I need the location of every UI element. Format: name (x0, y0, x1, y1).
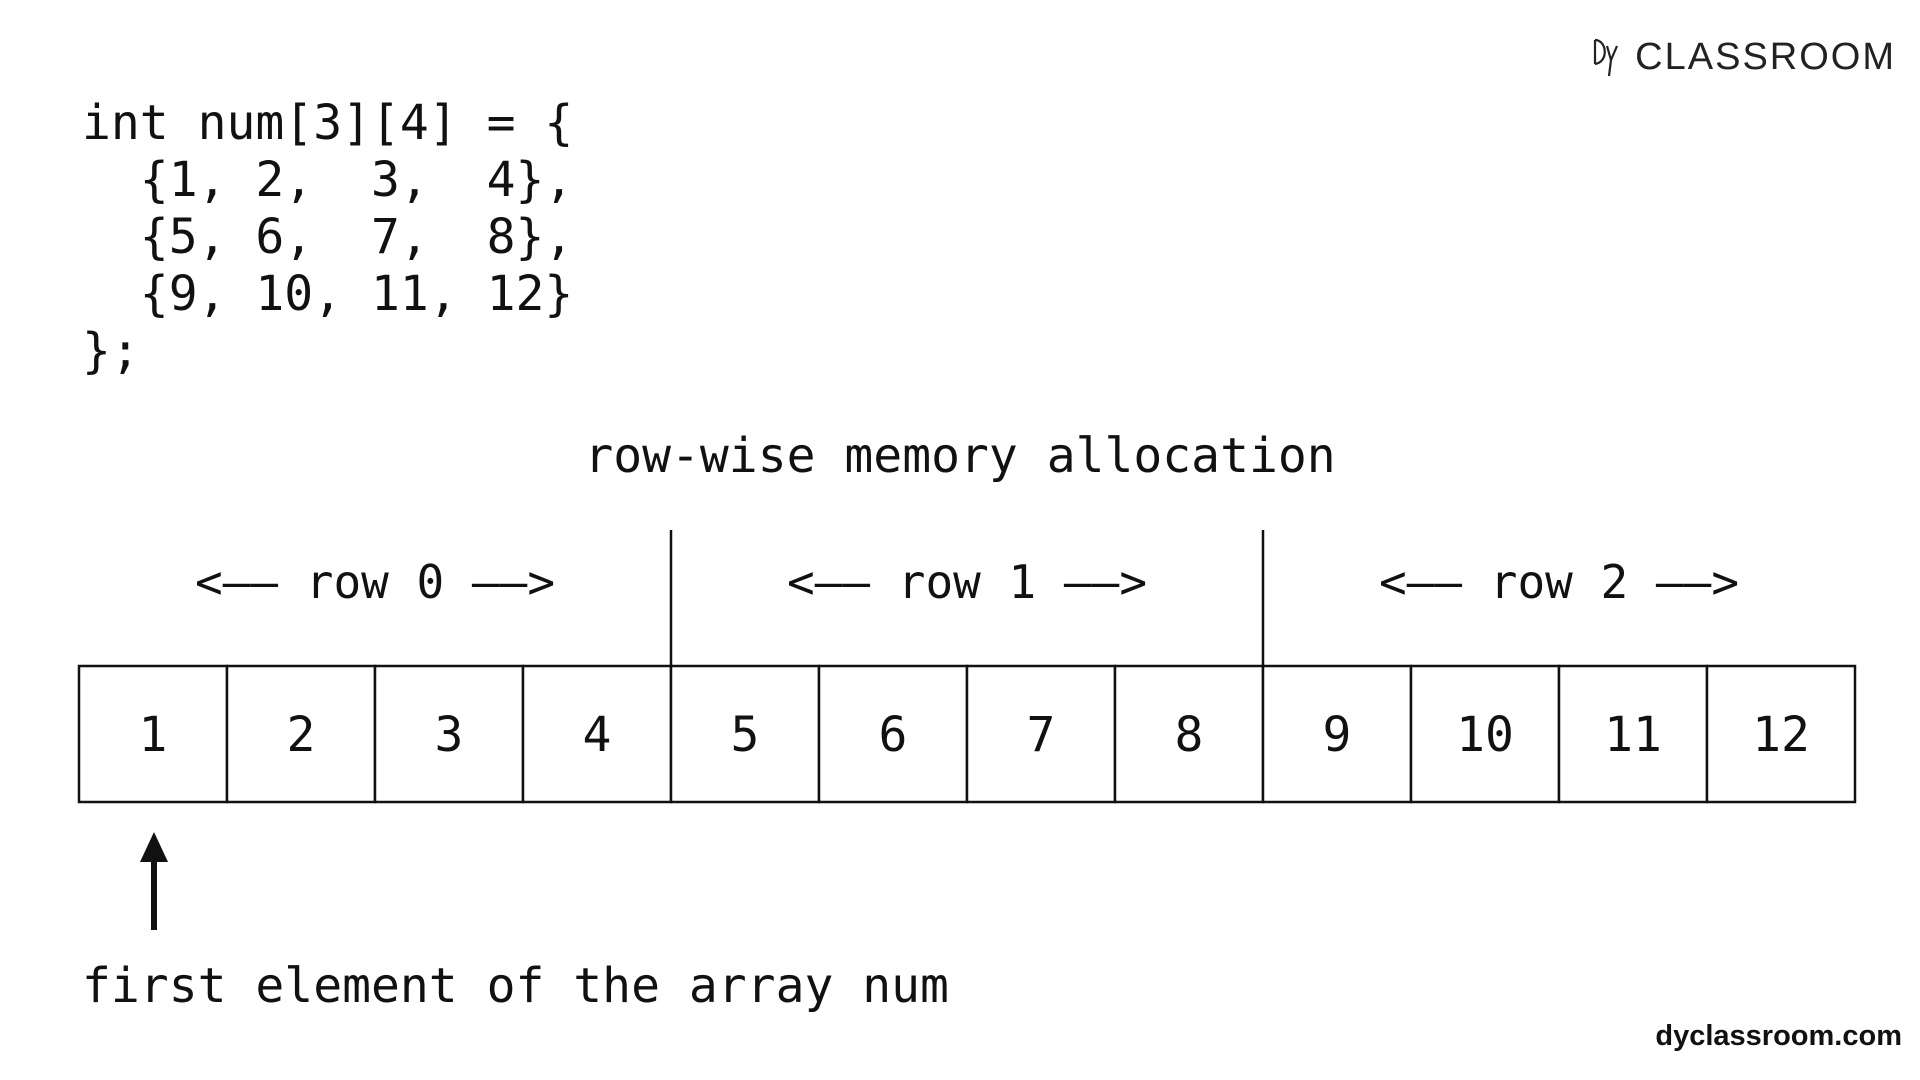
dy-monogram-icon (1594, 38, 1619, 77)
code-block: int num[3][4] = { {1, 2, 3, 4}, {5, 6, 7… (82, 95, 573, 380)
memory-cell (521, 664, 673, 804)
memory-cell-value: 2 (287, 707, 316, 763)
row-label: <—— row 1 ——> (787, 555, 1147, 609)
code-line: {5, 6, 7, 8}, (82, 209, 574, 265)
memory-cell (965, 664, 1117, 804)
memory-cell (373, 664, 525, 804)
memory-cell (1409, 664, 1561, 804)
memory-cell (1557, 664, 1709, 804)
code-line: }; (82, 323, 140, 379)
site-footer: dyclassroom.com (1655, 1020, 1902, 1052)
code-line: int num[3][4] = { (82, 95, 574, 151)
memory-cell-value: 5 (731, 707, 760, 763)
code-line: {9, 10, 11, 12} (82, 266, 574, 322)
pointer-label: first element of the array num (82, 958, 949, 1014)
memory-cell (1261, 664, 1413, 804)
memory-cell-value: 3 (435, 707, 464, 763)
row-label: <—— row 2 ——> (1379, 555, 1739, 609)
memory-cell (1705, 664, 1857, 804)
memory-cell (77, 664, 229, 804)
memory-cell-value: 7 (1027, 707, 1056, 763)
code-line: {1, 2, 3, 4}, (82, 152, 574, 208)
memory-cell-value: 8 (1175, 707, 1204, 763)
memory-cell-value: 10 (1456, 707, 1514, 763)
memory-cell-value: 1 (139, 707, 168, 763)
memory-cell-value: 11 (1604, 707, 1662, 763)
up-arrow-head (140, 832, 168, 862)
row-label: <—— row 0 ——> (195, 555, 555, 609)
memory-cell (669, 664, 821, 804)
diagram-title: row-wise memory allocation (584, 428, 1336, 484)
memory-cell (817, 664, 969, 804)
logo-text: CLASSROOM (1635, 35, 1896, 78)
memory-cell-value: 6 (879, 707, 908, 763)
logo: CLASSROOM (1591, 34, 1896, 80)
memory-cell-value: 12 (1752, 707, 1810, 763)
memory-cell-value: 4 (583, 707, 612, 763)
memory-cell-value: 9 (1323, 707, 1352, 763)
